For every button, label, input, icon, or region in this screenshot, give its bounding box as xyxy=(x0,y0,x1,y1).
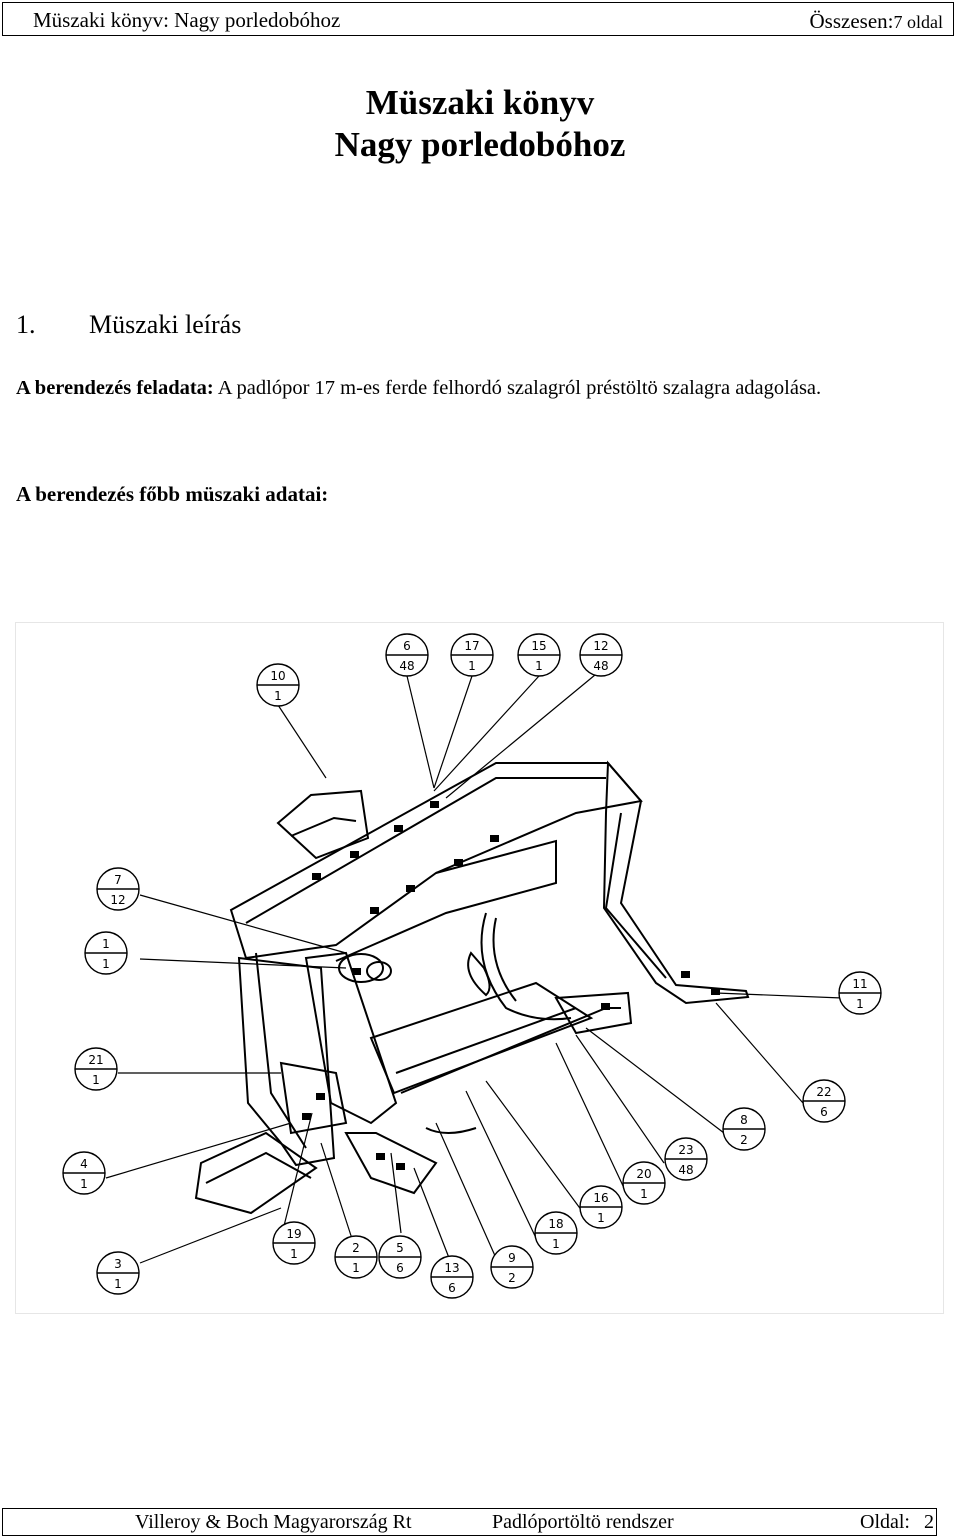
part-callout-18: 21 xyxy=(334,1235,378,1279)
document-title-line-1: Müszaki könyv xyxy=(365,83,595,122)
part-callout-21: 92 xyxy=(490,1245,534,1289)
callout-part-number: 10 xyxy=(270,669,285,683)
header-total-label: Összesen: xyxy=(809,9,894,33)
callout-part-number: 13 xyxy=(444,1261,459,1275)
header-document-title: Müszaki könyv: Nagy porledobóhoz xyxy=(33,8,341,32)
page-header: Müszaki könyv: Nagy porledobóhoz Összese… xyxy=(2,2,954,36)
callout-part-number: 7 xyxy=(114,873,122,887)
part-callout-16: 181 xyxy=(534,1211,578,1255)
section-number: 1. xyxy=(16,310,36,339)
callout-quantity: 1 xyxy=(114,1277,122,1291)
callout-quantity: 1 xyxy=(274,689,282,703)
callout-quantity: 48 xyxy=(678,1163,693,1177)
callout-bubbles: 6481711511248101712111112112268241234820… xyxy=(62,633,882,1299)
part-callout-2: 151 xyxy=(517,633,561,677)
callout-part-number: 17 xyxy=(464,639,479,653)
part-callout-9: 226 xyxy=(802,1079,846,1123)
callout-quantity: 1 xyxy=(597,1211,605,1225)
part-callout-4: 101 xyxy=(256,663,300,707)
callout-part-number: 5 xyxy=(396,1241,404,1255)
part-callout-15: 191 xyxy=(272,1221,316,1265)
callout-part-number: 11 xyxy=(852,977,867,991)
callout-quantity: 1 xyxy=(102,957,110,971)
callout-quantity: 6 xyxy=(448,1281,456,1295)
part-callout-1: 171 xyxy=(450,633,494,677)
document-title-line-2: Nagy porledobóhoz xyxy=(334,125,626,164)
part-callout-13: 201 xyxy=(622,1161,666,1205)
callout-quantity: 1 xyxy=(80,1177,88,1191)
leader-lines xyxy=(105,669,843,1264)
part-callout-6: 11 xyxy=(84,931,128,975)
assembly-drawing-svg: 6481711511248101712111112112268241234820… xyxy=(62,633,882,1299)
task-paragraph: A berendezés feladata: A padlópor 17 m-e… xyxy=(16,372,936,404)
callout-part-number: 4 xyxy=(80,1157,88,1171)
callout-part-number: 8 xyxy=(740,1113,748,1127)
section-title: Müszaki leírás xyxy=(89,310,242,339)
specs-subheading: A berendezés főbb müszaki adatai: xyxy=(16,482,329,506)
callout-quantity: 2 xyxy=(508,1271,516,1285)
callout-part-number: 12 xyxy=(593,639,608,653)
bolts xyxy=(302,801,720,1170)
header-page-count: Összesen:7 oldal xyxy=(810,9,943,34)
part-callout-5: 712 xyxy=(96,867,140,911)
part-callout-19: 56 xyxy=(378,1235,422,1279)
callout-part-number: 2 xyxy=(352,1241,360,1255)
page-footer: Villeroy & Boch Magyarország Rt Padlópor… xyxy=(2,1508,937,1536)
section-heading: 1. Müszaki leírás xyxy=(16,310,241,340)
callout-quantity: 1 xyxy=(856,997,864,1011)
task-label: A berendezés feladata: xyxy=(16,377,214,399)
callout-part-number: 20 xyxy=(636,1167,651,1181)
header-total-value: 7 oldal xyxy=(893,12,944,32)
callout-part-number: 19 xyxy=(286,1227,301,1241)
callout-quantity: 48 xyxy=(593,659,608,673)
footer-page-number: 2 xyxy=(924,1511,934,1533)
callout-quantity: 12 xyxy=(110,893,125,907)
callout-part-number: 16 xyxy=(593,1191,608,1205)
callout-quantity: 1 xyxy=(640,1187,648,1201)
callout-part-number: 3 xyxy=(114,1257,122,1271)
callout-quantity: 1 xyxy=(290,1247,298,1261)
callout-quantity: 1 xyxy=(552,1237,560,1251)
footer-system: Padlóportöltö rendszer xyxy=(492,1511,674,1533)
part-callout-8: 211 xyxy=(74,1047,118,1091)
callout-quantity: 2 xyxy=(740,1133,748,1147)
callout-quantity: 1 xyxy=(468,659,476,673)
callout-quantity: 48 xyxy=(399,659,414,673)
callout-part-number: 1 xyxy=(102,937,110,951)
part-callout-0: 648 xyxy=(385,633,429,677)
callout-part-number: 9 xyxy=(508,1251,516,1265)
callout-part-number: 23 xyxy=(678,1143,693,1157)
callout-quantity: 1 xyxy=(352,1261,360,1275)
part-callout-17: 31 xyxy=(96,1251,140,1295)
callout-part-number: 22 xyxy=(816,1085,831,1099)
callout-quantity: 6 xyxy=(820,1105,828,1119)
part-callout-11: 41 xyxy=(62,1151,106,1195)
callout-part-number: 18 xyxy=(548,1217,563,1231)
callout-part-number: 6 xyxy=(403,639,411,653)
callout-part-number: 15 xyxy=(531,639,546,653)
callout-quantity: 1 xyxy=(535,659,543,673)
part-callout-10: 82 xyxy=(722,1107,766,1151)
footer-page-label: Oldal: xyxy=(860,1511,910,1533)
callout-part-number: 21 xyxy=(88,1053,103,1067)
part-callout-7: 111 xyxy=(838,971,882,1015)
task-text: A padlópor 17 m-es ferde felhordó szalag… xyxy=(213,377,822,399)
frame-structure xyxy=(194,760,750,1215)
part-callout-20: 136 xyxy=(430,1255,474,1299)
callout-quantity: 6 xyxy=(396,1261,404,1275)
footer-company: Villeroy & Boch Magyarország Rt xyxy=(135,1511,412,1533)
callout-quantity: 1 xyxy=(92,1073,100,1087)
part-callout-14: 161 xyxy=(579,1185,623,1229)
